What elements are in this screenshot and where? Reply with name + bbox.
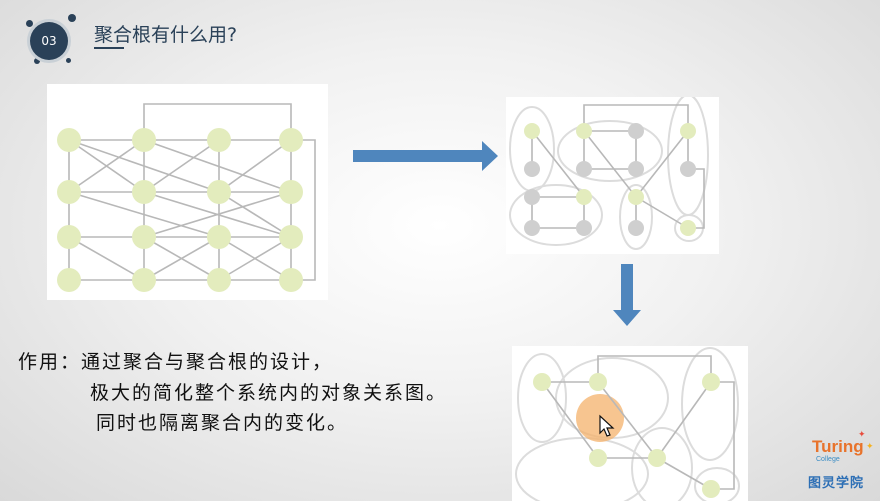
graph-node	[132, 268, 156, 292]
description-line: 极大的简化整个系统内的对象关系图。	[90, 382, 448, 404]
badge-dot	[68, 14, 76, 22]
inner-node	[524, 220, 540, 236]
graph-node	[279, 128, 303, 152]
graph-node	[132, 180, 156, 204]
aggregate-root-node	[524, 123, 540, 139]
graph-node	[132, 128, 156, 152]
graph-node	[57, 128, 81, 152]
badge-dot	[34, 58, 40, 64]
inner-node	[576, 161, 592, 177]
badge-dot	[26, 20, 33, 27]
aggregate-root-node	[680, 123, 696, 139]
aggregate-root-node	[702, 480, 720, 498]
inner-node	[576, 220, 592, 236]
graph-node	[207, 268, 231, 292]
inner-node	[628, 161, 644, 177]
down-arrow-icon	[613, 264, 641, 326]
aggregate-root-node	[576, 123, 592, 139]
aggregate-root-node	[576, 189, 592, 205]
graph-node	[57, 225, 81, 249]
inner-node	[628, 123, 644, 139]
graph-node	[57, 180, 81, 204]
simplified-graph	[512, 346, 748, 501]
slide-number: 03	[30, 22, 68, 60]
slide-number-badge: 03	[22, 12, 78, 68]
cursor-icon	[599, 414, 615, 437]
aggregate-root-node	[589, 449, 607, 467]
slide-title: 聚合根有什么用?	[94, 24, 238, 46]
graph-node	[279, 268, 303, 292]
description-line: 作用：通过聚合与聚合根的设计，	[18, 351, 334, 373]
aggregate-root-node	[589, 373, 607, 391]
graph-node	[57, 268, 81, 292]
description-line: 同时也隔离聚合内的变化。	[96, 412, 349, 434]
graph-node	[279, 180, 303, 204]
title-underline	[94, 47, 124, 49]
graph-node	[132, 225, 156, 249]
aggregate-root-node	[680, 220, 696, 236]
aggregate-root-node	[628, 189, 644, 205]
inner-node	[524, 189, 540, 205]
graph-node	[207, 180, 231, 204]
graph-node	[207, 225, 231, 249]
inner-node	[628, 220, 644, 236]
logo-subtitle: College	[816, 456, 840, 463]
spark-icon: ✦	[858, 430, 866, 440]
inner-node	[524, 161, 540, 177]
right-arrow-icon	[353, 141, 498, 171]
aggregate-root-node	[702, 373, 720, 391]
aggregate-root-node	[648, 449, 666, 467]
logo-brand: Turing	[812, 437, 864, 456]
full-object-graph	[47, 84, 328, 300]
badge-dot	[66, 58, 71, 63]
graph-node	[207, 128, 231, 152]
spark-icon: ✦	[866, 442, 874, 452]
aggregated-graph	[506, 97, 719, 254]
inner-node	[680, 161, 696, 177]
logo-chinese: 图灵学院	[808, 476, 865, 491]
aggregate-root-node	[533, 373, 551, 391]
graph-node	[279, 225, 303, 249]
